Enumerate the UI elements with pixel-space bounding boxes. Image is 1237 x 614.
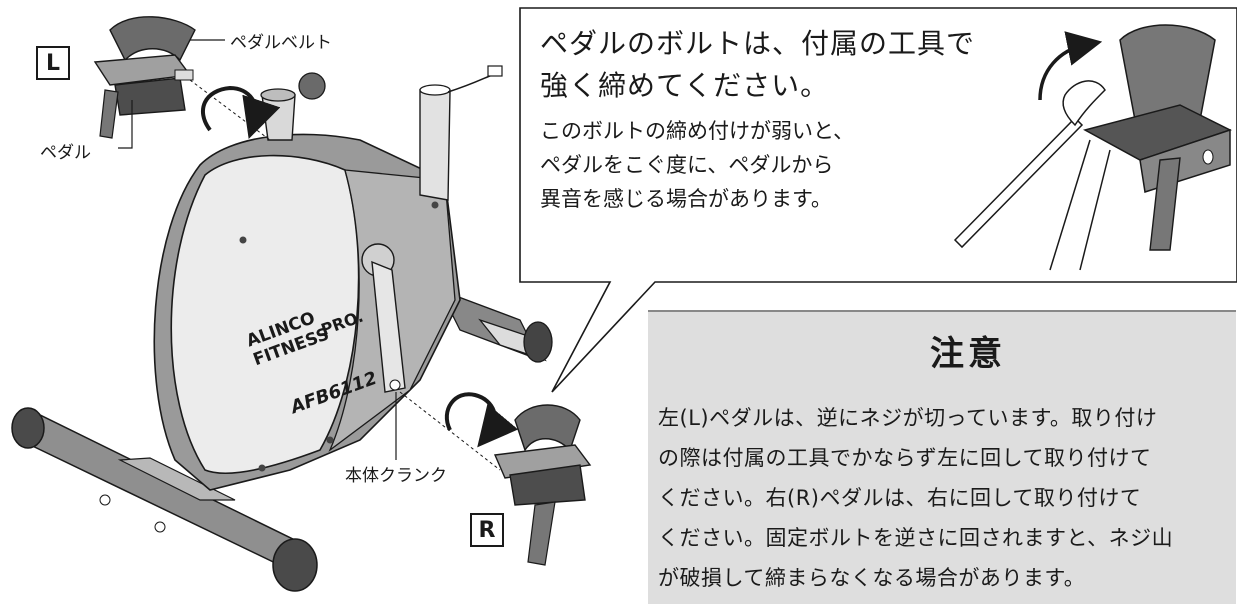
right-pedal-marker: R bbox=[470, 513, 504, 547]
callout-heading-line2: 強く締めてください。 bbox=[540, 69, 830, 102]
rear-support bbox=[438, 288, 553, 363]
knob bbox=[260, 72, 326, 141]
callout-body-line1: このボルトの締め付けが弱いと、 bbox=[540, 119, 855, 143]
caution-box: 注意 左(L)ペダルは、逆にネジが切っています。取り付け の際は付属の工具でかな… bbox=[648, 310, 1236, 604]
base-stabilizer bbox=[11, 407, 318, 592]
pedal-detail bbox=[1082, 24, 1232, 251]
right-pedal bbox=[493, 404, 592, 566]
caution-line: ください。固定ボルトを逆さに回されますと、ネジ山 bbox=[658, 526, 1174, 550]
caution-title: 注意 bbox=[648, 326, 1236, 375]
caution-line: 左(L)ペダルは、逆にネジが切っています。取り付け bbox=[658, 406, 1158, 430]
pedal-leader bbox=[118, 100, 133, 149]
callout-box bbox=[519, 7, 1237, 393]
left-pedal-marker: L bbox=[36, 46, 70, 80]
pedal-belt-label: ペダルベルト bbox=[230, 33, 332, 53]
left-guide-line bbox=[189, 79, 271, 141]
crank-label: 本体クランク bbox=[345, 466, 447, 486]
caution-line: の際は付属の工具でかならず左に回して取り付けて bbox=[658, 446, 1152, 470]
callout-heading-line1: ペダルのボルトは、付属の工具で bbox=[540, 27, 976, 60]
caution-line: が破損して締まらなくなる場合があります。 bbox=[658, 566, 1086, 590]
right-rotate-arrow bbox=[444, 392, 519, 448]
wrench-detail bbox=[953, 31, 1111, 271]
caution-body: 左(L)ペダルは、逆にネジが切っています。取り付け の際は付属の工具でかならず左… bbox=[658, 398, 1236, 598]
left-pedal bbox=[93, 16, 196, 139]
left-rotate-arrow bbox=[200, 85, 281, 139]
caution-line: ください。右(R)ペダルは、右に回して取り付けて bbox=[658, 486, 1142, 510]
seat-post bbox=[419, 65, 503, 201]
caution-title-text: 注意 bbox=[930, 334, 1006, 374]
pedal-label: ペダル bbox=[40, 143, 91, 163]
crank-arm bbox=[361, 243, 406, 393]
callout-body-line3: 異音を感じる場合があります。 bbox=[540, 187, 832, 211]
callout-body-line2: ペダルをこぐ度に、ペダルから bbox=[540, 153, 834, 177]
